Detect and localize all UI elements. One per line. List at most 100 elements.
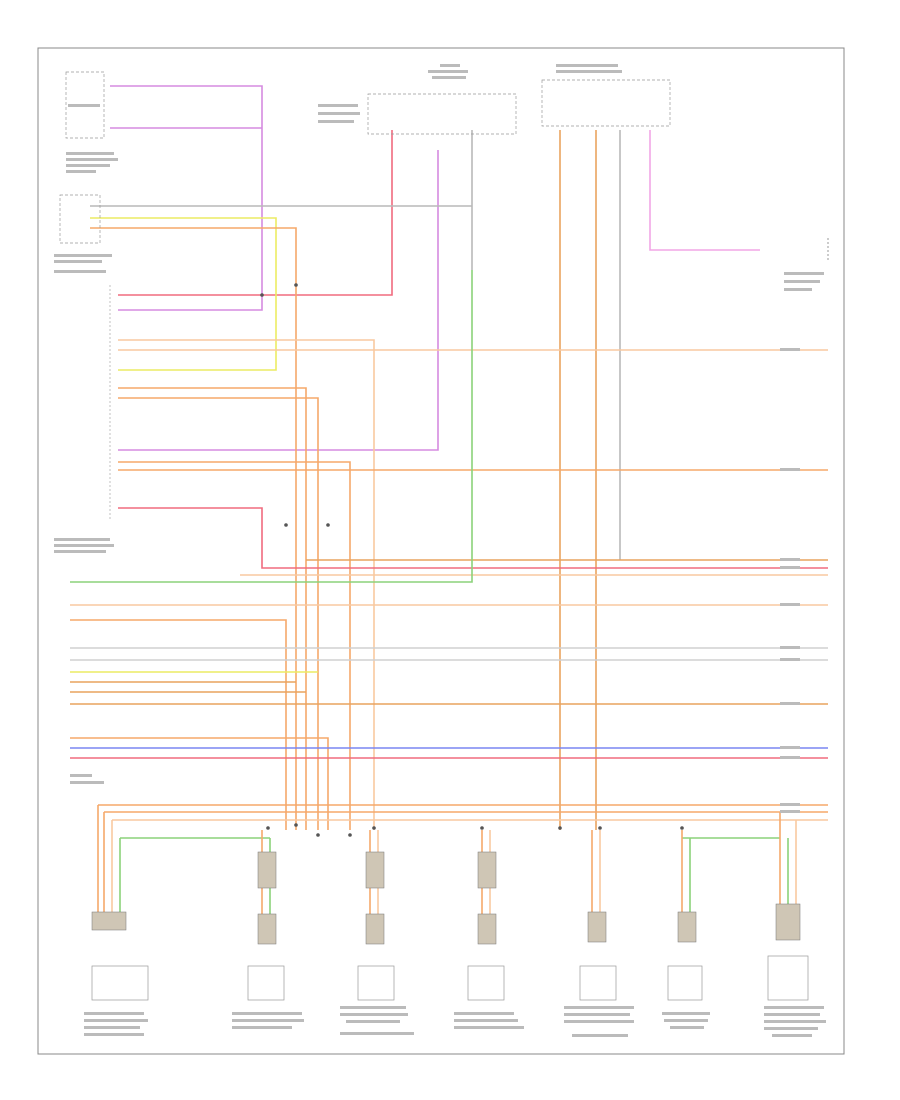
component-label-text (346, 1020, 400, 1023)
splice-points (260, 283, 684, 837)
component-label-text (340, 1013, 408, 1016)
module-4 (454, 851, 524, 1029)
wire-code-label (780, 603, 800, 606)
component-label-text (670, 1026, 704, 1029)
component-label-text (784, 280, 820, 283)
component-label-text (454, 1012, 514, 1015)
wire-h-620 (70, 619, 287, 830)
module-7 (764, 903, 826, 1037)
component-label-text (84, 1012, 144, 1015)
splice-dot (316, 833, 320, 837)
component-label-text (318, 120, 354, 123)
component-label-text (70, 774, 92, 777)
component-box (541, 79, 671, 127)
splice-dot (598, 826, 602, 830)
wire-h-350 (118, 339, 375, 830)
component-label-text (772, 1034, 812, 1037)
wire-h-400 (118, 397, 319, 830)
wire-orange-v1 (90, 227, 297, 830)
component-label-text (454, 1026, 524, 1029)
module-1 (84, 911, 149, 1036)
wire-code-label (780, 558, 800, 561)
steering-angle-sensor (65, 71, 118, 173)
splice-dot (284, 523, 288, 527)
component-label-text (340, 1032, 414, 1035)
splice-dot (558, 826, 562, 830)
component-label-text (784, 272, 824, 275)
wire-code-label (780, 566, 800, 569)
component-label-text (432, 76, 466, 79)
component-label-text (54, 550, 106, 553)
component-box (247, 965, 285, 1001)
component-label-text (764, 1013, 820, 1016)
component-label-text (556, 70, 622, 73)
component-label-text (564, 1020, 634, 1023)
module-5 (564, 911, 634, 1037)
connector (677, 911, 697, 943)
component-label-text (564, 1006, 634, 1009)
splice-dot (480, 826, 484, 830)
wire-code-label (780, 756, 800, 759)
module-3 (340, 851, 414, 1035)
module-2 (232, 851, 304, 1029)
wire-code-label (780, 658, 800, 661)
component-label-text (54, 270, 106, 273)
wire-magenta-fuse (118, 150, 439, 451)
component-label-text (318, 104, 358, 107)
component-label-text (454, 1019, 518, 1022)
splice-dot (260, 293, 264, 297)
component-label-text (54, 538, 110, 541)
connector (91, 911, 127, 931)
wire-code-label (780, 810, 800, 813)
component-label-text (340, 1006, 406, 1009)
component-label-text (764, 1020, 826, 1023)
wire-h-738 (70, 737, 329, 830)
splice-dot (266, 826, 270, 830)
component-label-text (784, 288, 812, 291)
brake-light-sensor-right (784, 238, 829, 291)
wire-group (70, 85, 828, 940)
component-label-text (84, 1026, 140, 1029)
connector (775, 903, 801, 941)
component-label-text (232, 1012, 302, 1015)
diagram-frame (37, 47, 845, 1055)
wire-h-580-green (70, 270, 473, 583)
module-6 (662, 911, 710, 1029)
component-label-text (84, 1033, 144, 1036)
component-label-text (664, 1019, 708, 1022)
connector (257, 851, 277, 889)
splice-dot (372, 826, 376, 830)
component-label-text (572, 1034, 628, 1037)
wire-brake-pink (649, 130, 760, 251)
component-label-text (66, 170, 96, 173)
component-label-text (54, 260, 102, 263)
component-label-text (764, 1006, 824, 1009)
component-label-text (764, 1027, 818, 1030)
splice-dot (294, 823, 298, 827)
wire-code-label (780, 803, 800, 806)
component-label-text (54, 254, 112, 257)
component-label-text (232, 1019, 304, 1022)
component-label-text (318, 112, 360, 115)
component-label-text (440, 64, 460, 67)
wire-code-label (780, 646, 800, 649)
component-box (91, 965, 149, 1001)
wire-orange-v2 (118, 387, 307, 830)
component-label-text (662, 1012, 710, 1015)
wire-code-label (780, 746, 800, 749)
instrument-cluster (54, 194, 114, 553)
wire-code-label (780, 468, 800, 471)
component-box (367, 93, 517, 135)
right-edge-labels (780, 348, 800, 813)
component-box (59, 194, 101, 244)
component-box (467, 965, 505, 1001)
component-label-text (66, 158, 118, 161)
splice-dot (348, 833, 352, 837)
component-label-text (54, 544, 114, 547)
component-label-text (556, 64, 618, 67)
component-box (357, 965, 395, 1001)
connector (365, 851, 385, 889)
connector (477, 913, 497, 945)
component-box (767, 955, 809, 1001)
